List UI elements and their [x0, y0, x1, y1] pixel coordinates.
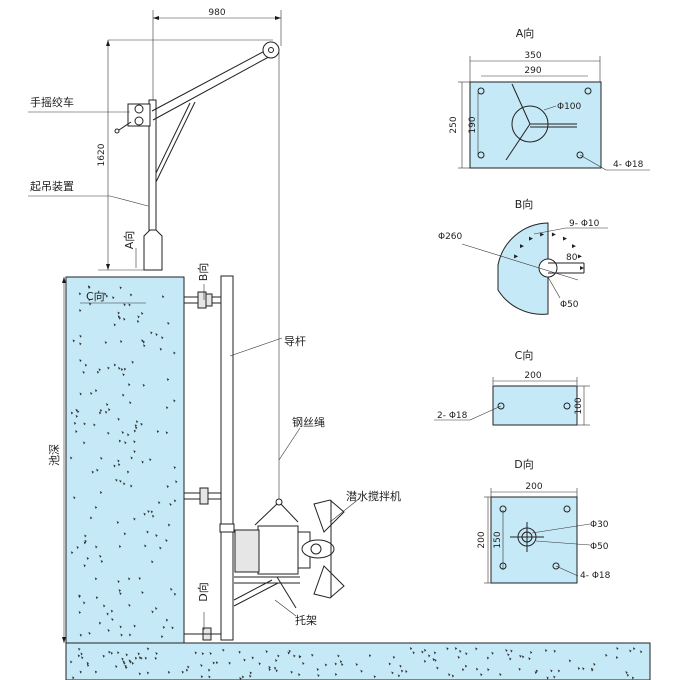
label-lifting: 起吊装置 [30, 180, 74, 193]
view-b-dim-bolts: 9- Φ10 [569, 219, 600, 229]
view-b-bolt-hole [514, 254, 519, 259]
view-d-title: D向 [514, 457, 533, 471]
view-a-dim-hole: Φ100 [557, 102, 582, 112]
width-dimension [152, 10, 282, 100]
view-b-bolts [514, 232, 584, 270]
view-c: C向 200 158 100 2- Φ18 [434, 348, 590, 426]
height-dim-label: 1620 [97, 143, 107, 166]
pool-wall [65, 276, 185, 644]
rail-bracket-top [184, 291, 221, 309]
view-d-dim-inner-h: 150 [493, 531, 503, 548]
label-bracket: 托架 [295, 613, 317, 627]
view-c-title: C向 [515, 348, 534, 362]
view-b-dim-arc: Φ260 [438, 232, 463, 242]
mixer-bracket [233, 576, 300, 609]
height-dimension [98, 39, 273, 271]
view-b-dim-shaft: 80 [566, 253, 578, 263]
marker-view-a: A向 [122, 231, 136, 250]
label-winch: 手摇绞车 [30, 95, 74, 109]
view-d-dim-bolts: 4- Φ18 [580, 571, 611, 581]
label-rope: 钢丝绳 [292, 415, 325, 429]
view-b: B向 9- Φ10 Φ260 80 Φ50 [438, 197, 608, 315]
view-d-dim-h: 200 [477, 531, 487, 548]
view-b-bolt-hole [540, 232, 545, 237]
crane-jib [151, 41, 280, 183]
width-dim-label: 980 [208, 8, 225, 18]
view-a-dim-outer-w: 350 [524, 51, 541, 61]
view-b-bolt-hole [580, 266, 584, 270]
view-b-bolt-hole [563, 236, 567, 241]
concrete-texture [70, 285, 643, 680]
view-b-dim-hole: Φ50 [560, 300, 579, 310]
view-b-bolt-hole [577, 254, 582, 259]
view-b-title: B向 [515, 197, 534, 211]
view-d: D向 200 150 200 150 Φ30 Φ50 4- Φ18 [477, 457, 611, 584]
view-b-bolt-hole [572, 244, 576, 249]
rail-bracket-middle [184, 487, 221, 505]
label-pool-depth: 池深 [48, 444, 61, 466]
view-b-bolt-hole [551, 232, 556, 237]
pool-floor [65, 642, 651, 680]
marker-view-c: C向 [86, 289, 105, 303]
guide-rail [220, 275, 234, 641]
view-b-plate [497, 222, 549, 315]
marker-view-b: B向 [196, 263, 210, 282]
view-a-dim-outer-h: 250 [449, 116, 459, 133]
post-base [143, 229, 163, 271]
marker-view-d: D向 [196, 582, 210, 601]
view-d-dim-small: Φ30 [590, 520, 609, 530]
view-b-bolt-hole [520, 244, 524, 249]
rail-bracket-bottom [184, 627, 221, 641]
view-a-dim-bolts: 4- Φ18 [613, 160, 644, 170]
view-a: A向 350 290 250 190 Φ100 4- Φ18 [449, 26, 650, 171]
view-c-dim-h: 100 [574, 397, 584, 414]
submersible-mixer [219, 498, 345, 599]
view-a-plate [469, 81, 602, 169]
label-guide: 导杆 [284, 334, 306, 348]
view-d-dim-large: Φ50 [590, 542, 609, 552]
view-a-dim-inner-w: 290 [524, 66, 541, 76]
label-mixer: 潜水搅拌机 [346, 489, 401, 503]
main-elevation: 980 1620 手摇绞车 起吊装置 导杆 钢丝绳 潜水搅拌机 托架 A向 B向… [28, 8, 651, 680]
view-a-title: A向 [516, 26, 535, 40]
view-a-dim-inner-h: 190 [468, 116, 478, 133]
view-b-bolt-hole [529, 236, 533, 241]
hand-winch [114, 103, 151, 134]
view-c-plate [492, 385, 578, 426]
view-d-dim-w: 200 [525, 482, 542, 492]
view-a-bolts [477, 87, 592, 159]
view-c-dim-w: 200 [524, 371, 541, 381]
view-c-dim-bolts: 2- Φ18 [437, 411, 468, 421]
